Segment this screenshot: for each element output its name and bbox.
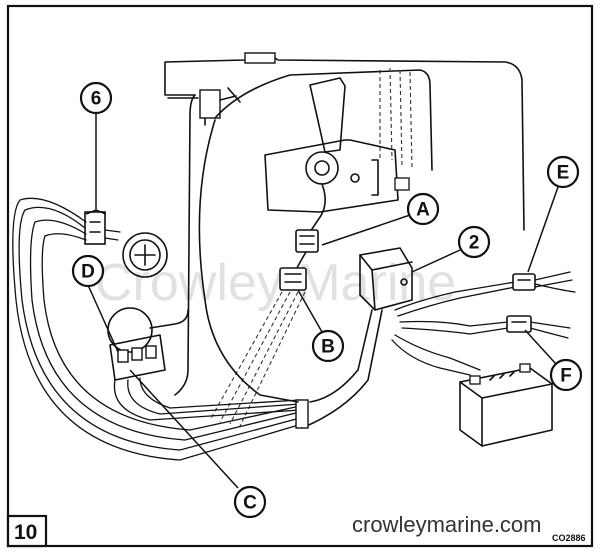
callout-6: 6 [79,81,113,115]
figure-number: 10 [14,521,37,544]
connector-f [506,315,532,333]
ignition-switch [107,307,189,381]
module-output-wires [391,271,576,376]
callout-c-label: C [243,493,257,514]
figure-code: CO2886 [552,533,586,543]
callout-f-label: F [560,366,572,387]
callout-6-label: 6 [91,89,102,110]
callout-e-label: E [557,163,570,184]
callout-d: D [71,254,105,288]
figure-number-box: 10 [6,514,48,548]
callout-c: C [233,485,267,519]
figure-frame [6,4,594,548]
top-harness [164,52,525,396]
inline-fuse [199,89,221,119]
callout-2-label: 2 [469,233,480,254]
gauge [122,232,168,278]
callout-d-label: D [81,262,95,283]
callout-e: E [546,155,580,189]
callout-a-label: A [416,200,430,221]
battery [459,363,553,447]
watermark-text: Crowley Marine [95,254,456,312]
control-module [359,247,413,311]
fuse-holder [84,211,106,245]
connector-b [209,267,307,427]
callout-b-label: B [321,337,335,358]
main-harness-trunk [198,119,383,429]
remote-control [264,67,413,233]
callout-2: 2 [457,225,491,259]
callout-b: B [311,329,345,363]
callout-f: F [549,358,583,392]
leaders [85,112,559,489]
website-text: crowleymarine.com [352,512,542,537]
connector-e [512,273,536,291]
throttle-handle [309,77,346,153]
callout-a: A [406,192,440,226]
main-wire-loop [12,197,303,461]
